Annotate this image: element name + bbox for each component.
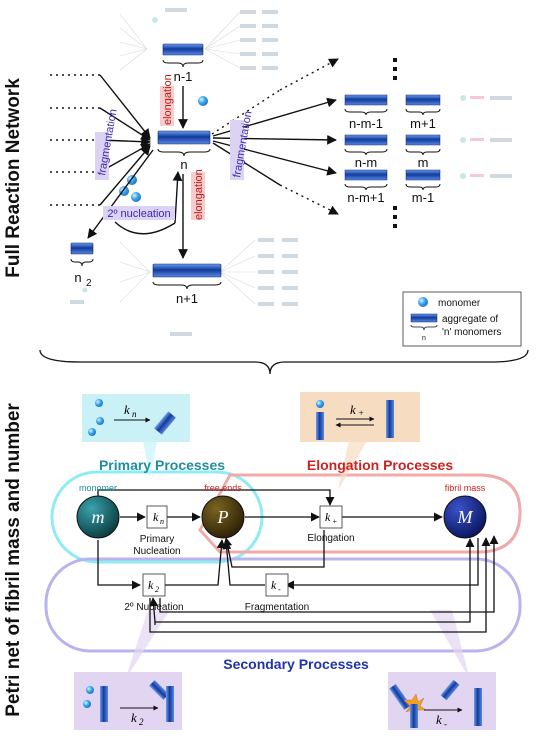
svg-text:monomer: monomer [438,298,481,309]
svg-text:n: n [132,409,137,419]
monomer-icon [198,96,208,106]
transition-k2: k 2 2º Nucleation [124,573,184,613]
transition-kn: k n Primary Nucleation [133,505,181,557]
transition-kminus: k - Fragmentation [245,573,309,613]
svg-text:n-1: n-1 [174,69,193,84]
svg-text:-: - [444,719,447,729]
secondary-callout: k 2 [74,610,182,730]
fragment-pair-3: n-m+1 m-1 [344,169,441,205]
svg-text:n: n [180,157,187,172]
reaction-network: fragmentation n-1 elongation n elongatio… [39,8,529,375]
fragment-pair-2: n-m m [344,134,441,170]
svg-text:-: - [278,585,281,594]
secondary-processes-title: Secondary Processes [223,656,369,672]
svg-text:aggregate of: aggregate of [442,314,498,325]
petri-net-label: Petri net of fibril mass and number [3,403,24,717]
svg-text:free ends: free ends [204,483,242,493]
svg-text:k: k [350,402,356,417]
svg-text:P: P [217,507,229,527]
primary-callout: k n [82,394,190,478]
svg-text:M: M [457,507,474,527]
primary-processes-title: Primary Processes [99,457,225,473]
legend: monomer n aggregate of 'n' monomers [402,291,522,347]
place-monomer: m monomer [76,483,120,539]
svg-text:k: k [131,710,137,725]
svg-text:n: n [422,335,426,342]
fragmentation-label-right: fragmentation [230,110,255,180]
ellipsis-top [393,58,397,80]
aggregate-n-minus-1: n-1 [162,43,204,84]
svg-text:elongation: elongation [162,74,174,125]
svg-text:n-m: n-m [355,155,377,170]
svg-text:k: k [436,712,442,727]
arrow-to-n2 [87,149,154,239]
svg-text:Nucleation: Nucleation [133,546,180,557]
legend-monomer-icon [418,297,428,307]
ellipsis-bottom [393,206,397,228]
svg-text:Primary: Primary [140,534,174,545]
fragment-pair-1: n-m-1 m+1 [344,94,441,131]
place-fibril-mass: M fibril mass [443,483,487,539]
svg-text:k: k [153,510,159,524]
elongation-callout: k + [300,392,420,490]
svg-text:k: k [271,578,277,592]
elongation-region [198,473,522,554]
arrow-nucleation-up [172,171,183,224]
svg-text:2º Nucleation: 2º Nucleation [124,602,183,613]
svg-text:n: n [160,517,164,526]
faint-subnetwork-bottom [70,238,298,336]
svg-text:n: n [74,270,81,285]
svg-text:n-m-1: n-m-1 [349,116,383,131]
svg-text:Fragmentation: Fragmentation [245,602,309,613]
svg-text:m-1: m-1 [412,190,434,205]
svg-text:m: m [418,155,429,170]
svg-text:m+1: m+1 [410,116,436,131]
svg-text:k: k [148,578,154,592]
faint-subnetwork-top [119,8,278,71]
transition-kplus: k + Elongation [307,505,355,544]
svg-text:n-m+1: n-m+1 [347,190,384,205]
svg-text:2: 2 [139,717,144,727]
svg-text:elongation: elongation [193,169,205,220]
faint-subnetwork-right [460,95,512,179]
svg-text:2: 2 [86,278,92,289]
svg-text:n+1: n+1 [176,291,198,306]
svg-text:Elongation: Elongation [307,533,354,544]
elongation-label-top: elongation [160,74,174,126]
arrow-nucleation-arc [114,221,176,235]
fragmentation-callout: k - [388,610,496,730]
elongation-processes-title: Elongation Processes [307,457,453,473]
full-reaction-network-label: Full Reaction Network [3,78,24,278]
aggregate-n2: n 2 [70,242,94,289]
aggregate-n-plus-1: n+1 [152,263,222,306]
svg-text:2º nucleation: 2º nucleation [107,208,170,220]
svg-text:fibril mass: fibril mass [445,483,486,493]
svg-text:m: m [92,507,105,527]
section-brace [39,349,529,375]
place-free-ends: P free ends [201,483,245,539]
svg-text:monomer: monomer [79,483,117,493]
secondary-region [44,557,522,653]
petri-arcs [97,489,499,633]
svg-text:+: + [332,517,337,526]
svg-text:k: k [325,510,331,524]
petri-net: k n k + k 2 [44,392,522,730]
aggregate-n: n [157,130,211,172]
svg-text:'n' monomers: 'n' monomers [442,327,501,338]
legend-aggregate-icon [410,313,438,323]
fragmentation-label-left: fragmentation [95,108,120,180]
svg-text:k: k [124,402,130,417]
svg-text:+: + [358,408,364,418]
elongation-label-bottom: elongation [191,169,205,220]
nucleation-label: 2º nucleation [103,206,175,220]
svg-text:2: 2 [155,585,159,594]
